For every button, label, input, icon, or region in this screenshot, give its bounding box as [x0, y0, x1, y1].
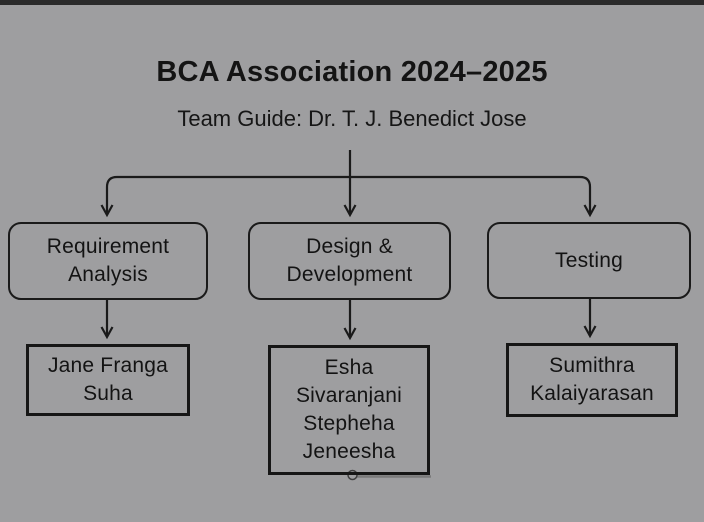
node-requirement-analysis[interactable]: Requirement Analysis — [8, 222, 208, 300]
node-requirement-members[interactable]: Jane Franga Suha — [26, 344, 190, 416]
node-testing[interactable]: Testing — [487, 222, 691, 299]
arrow-branch-to-requirement — [100, 175, 350, 218]
diagram-title: BCA Association 2024–2025 — [156, 56, 548, 88]
node-testing-members[interactable]: Sumithra Kalaiyarasan — [506, 343, 678, 417]
diagram-subtitle: Team Guide: Dr. T. J. Benedict Jose — [177, 106, 527, 131]
node-design-members[interactable]: Esha Sivaranjani Stepheha Jeneesha — [268, 345, 430, 475]
window-top-edge — [0, 0, 704, 5]
arrow-branch-to-testing — [350, 175, 597, 218]
node-design-development[interactable]: Design & Development — [248, 222, 451, 300]
